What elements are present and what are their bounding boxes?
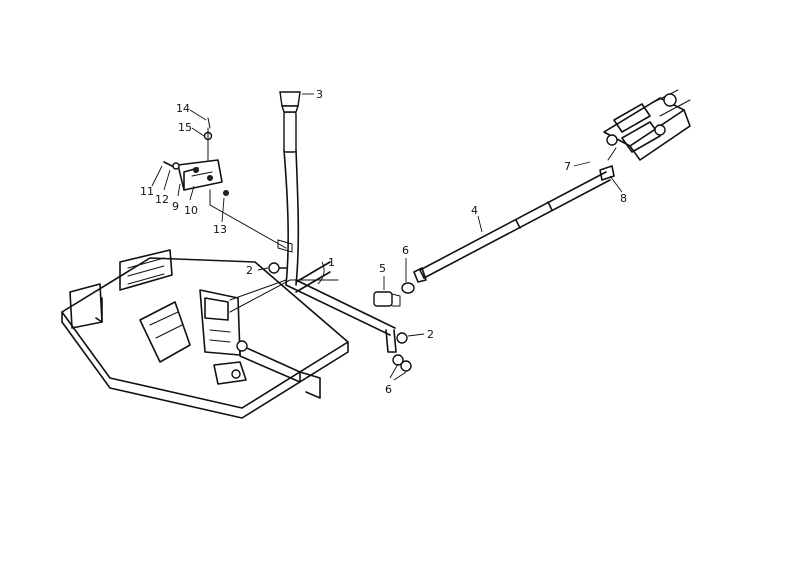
base-frame — [61, 249, 349, 419]
bracket-assembly — [163, 117, 287, 249]
callouts: 3 1 2 2 4 5 6 6 7 8 9 10 11 12 13 14 15 — [140, 88, 627, 396]
callout-13: 13 — [213, 223, 227, 236]
callout-4: 4 — [471, 204, 478, 217]
callout-12: 12 — [155, 193, 169, 206]
callout-8: 8 — [620, 192, 627, 205]
callout-3: 3 — [316, 88, 323, 101]
callout-6-lower: 6 — [385, 383, 392, 396]
shift-knob — [279, 91, 301, 113]
callout-11: 11 — [140, 185, 154, 198]
callout-2-right: 2 — [427, 328, 434, 341]
callout-5: 5 — [379, 262, 386, 275]
shift-rod — [413, 171, 611, 283]
callout-14: 14 — [176, 102, 190, 115]
callout-2-left: 2 — [246, 264, 253, 277]
callout-10: 10 — [184, 204, 198, 217]
bushings — [268, 262, 415, 372]
callout-1: 1 — [328, 256, 335, 269]
callout-6-upper: 6 — [402, 244, 409, 257]
callout-15: 15 — [178, 121, 192, 134]
callout-9: 9 — [172, 200, 179, 213]
callout-7: 7 — [564, 160, 571, 173]
shift-lever-assembly — [229, 111, 397, 353]
control-valve — [599, 89, 691, 181]
